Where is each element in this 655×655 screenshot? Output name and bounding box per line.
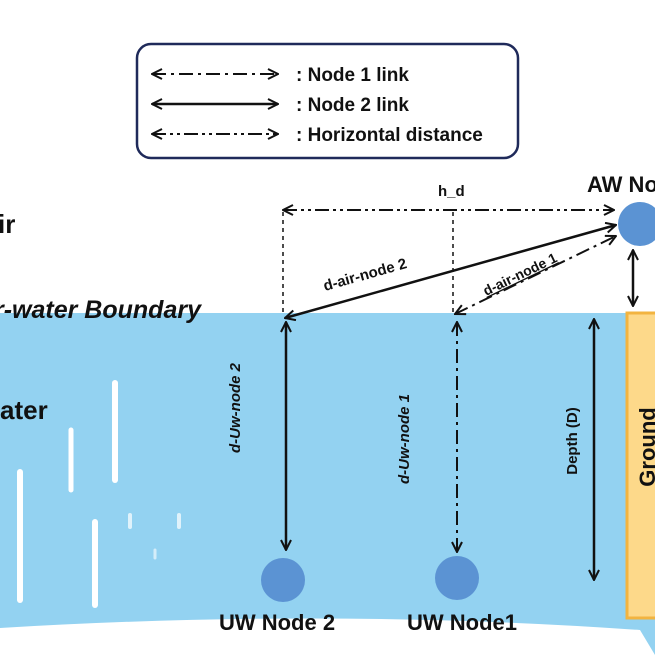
uw-node2-label: UW Node 2 <box>219 610 335 635</box>
legend-node2-label: : Node 2 link <box>296 95 409 116</box>
d-uw-node1-label: d-Uw-node 1 <box>396 394 413 484</box>
depth-label: Depth (D) <box>564 407 581 475</box>
water-body <box>0 313 655 655</box>
d-air-node1-label: d-air-node 1 <box>480 249 559 298</box>
uw-node1-label: UW Node1 <box>407 610 517 635</box>
uw-node-1 <box>435 556 479 600</box>
boundary-label: r-water Boundary <box>0 296 202 324</box>
d-air-node1-arrow <box>455 236 616 314</box>
air-label: ir <box>0 209 15 239</box>
legend-horizontal-label: : Horizontal distance <box>296 125 483 146</box>
legend-node1-label: : Node 1 link <box>296 65 409 86</box>
ground-block <box>625 311 655 620</box>
d-air-node2-arrow <box>285 225 616 318</box>
aw-node-label: AW No <box>587 172 655 197</box>
water-streaks <box>17 380 181 608</box>
aw-node <box>618 202 655 246</box>
ground-label: Ground <box>635 407 655 486</box>
uw-node-2 <box>261 558 305 602</box>
h-d-label: h_d <box>438 183 465 200</box>
d-uw-node2-label: d-Uw-node 2 <box>227 362 244 453</box>
d-air-node2-label: d-air-node 2 <box>321 255 408 295</box>
water-label: ater <box>0 395 48 425</box>
